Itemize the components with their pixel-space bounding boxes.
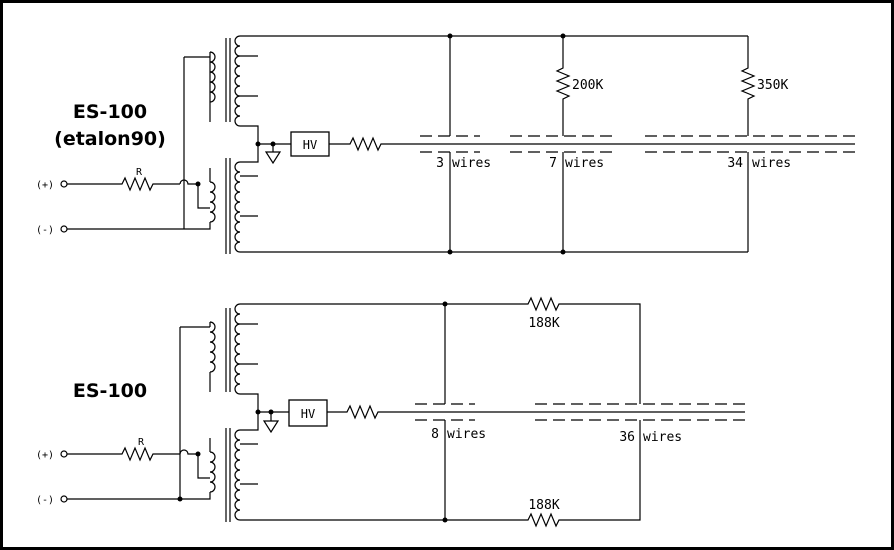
branch-a-unit: wires: [452, 156, 491, 171]
branch-b-unit-2: wires: [643, 430, 682, 445]
input-resistor: [67, 176, 180, 192]
bottom-rail-resistor: [240, 420, 641, 528]
branch-b-count-2: 36: [619, 430, 635, 445]
branch-c-resistor: [740, 36, 756, 136]
hv-supply-box-2: [288, 399, 328, 427]
positive-terminal-label-2: (+): [36, 450, 54, 461]
input-resistor-label-2: R: [138, 437, 145, 448]
branch-a-unit-2: wires: [447, 427, 486, 442]
circuit-1-subtitle: (etalon90): [54, 128, 166, 150]
positive-terminal-2: [60, 450, 68, 458]
hv-supply-label-2: HV: [301, 407, 315, 421]
ground-symbol-2: [262, 412, 280, 434]
primary-coil-lower-2: [209, 451, 216, 493]
branch-a-count-2: 8: [431, 427, 439, 442]
branch-b-unit: wires: [565, 156, 604, 171]
branch-b-resistor-label: 200K: [572, 78, 603, 93]
secondary-coil-lower: [234, 161, 241, 253]
branch-c-unit: wires: [752, 156, 791, 171]
positive-terminal-label: (+): [36, 180, 54, 191]
branch-b-count: 7: [549, 156, 557, 171]
secondary-coil-upper-2: [234, 303, 241, 395]
hv-supply-box: [290, 131, 330, 157]
input-resistor-label: R: [136, 167, 143, 178]
circuit-es100: ES-100 (+) (-) R HV: [36, 296, 745, 528]
input-resistor-2: [67, 446, 180, 462]
primary-coil-upper-2: [209, 321, 216, 373]
primary-coil-upper: [209, 51, 216, 103]
negative-terminal-label-2: (-): [36, 495, 54, 506]
branch-c-resistor-label: 350K: [757, 78, 788, 93]
circuit-2-title: ES-100: [73, 380, 147, 402]
series-resistor: [329, 136, 420, 152]
top-rail-resistor: [240, 296, 641, 404]
secondary-coil-lower-2: [234, 429, 241, 521]
negative-terminal-2: [60, 495, 68, 503]
negative-terminal-label: (-): [36, 225, 54, 236]
circuit-es100-etalon90: ES-100 (etalon90) (+) (-) R: [36, 33, 855, 255]
series-resistor-2: [327, 404, 415, 420]
branch-b-resistor: [555, 36, 571, 136]
top-resistor-label: 188K: [528, 316, 559, 331]
bottom-resistor-label: 188K: [528, 498, 559, 513]
primary-coil-lower: [209, 181, 216, 223]
positive-terminal: [60, 180, 68, 188]
circuit-1-title: ES-100: [73, 101, 147, 123]
hv-supply-label: HV: [303, 138, 317, 152]
branch-a-count: 3: [436, 156, 444, 171]
ground-symbol: [264, 144, 282, 165]
branch-c-count: 34: [727, 156, 743, 171]
secondary-coil-upper: [234, 35, 241, 127]
negative-terminal: [60, 225, 68, 233]
